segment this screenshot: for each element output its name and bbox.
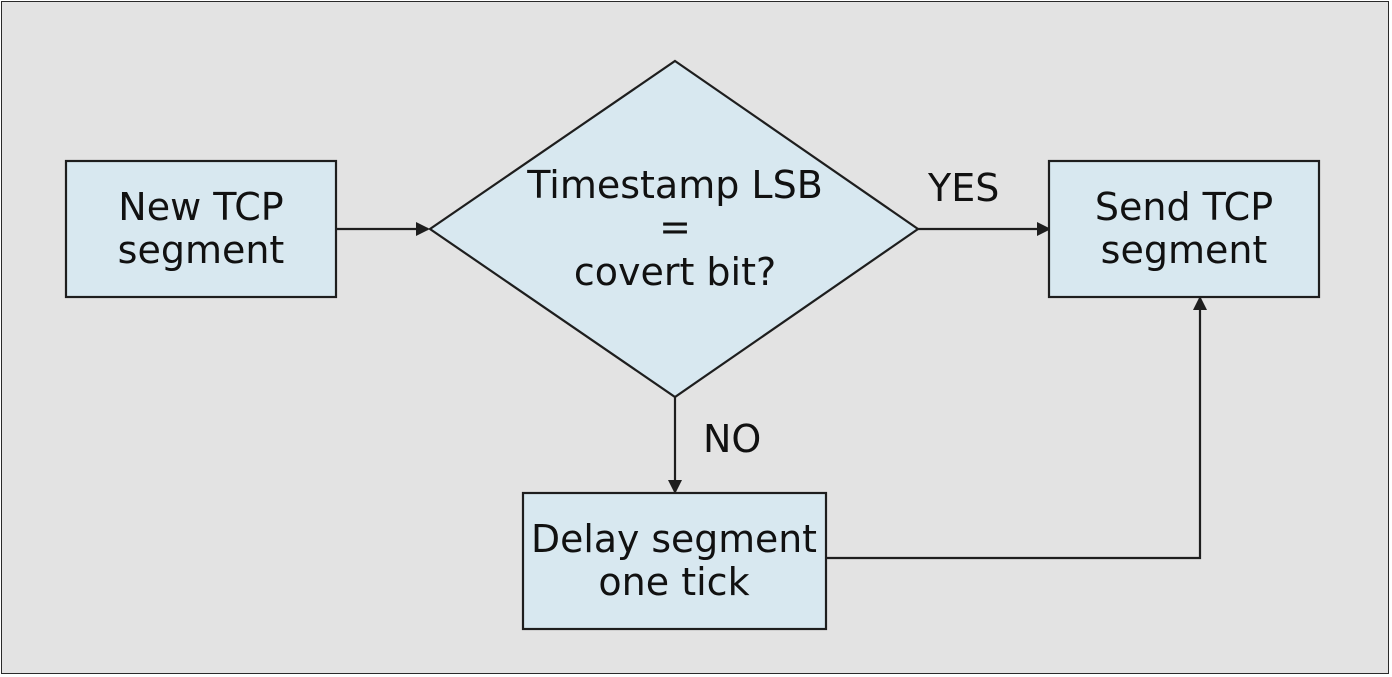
node-decision-timestamp: Timestamp LSB = covert bit? (428, 59, 920, 399)
node-delay-segment: Delay segment one tick (521, 491, 828, 631)
node-delay-segment-line2: one tick (598, 560, 749, 604)
edge-label-no: NO (703, 417, 761, 461)
node-send-tcp-segment: Send TCP segment (1047, 159, 1321, 299)
node-new-tcp-segment-line1: New TCP (118, 185, 283, 229)
node-delay-segment-line1: Delay segment (531, 517, 817, 561)
node-decision-line1: Timestamp LSB (526, 163, 823, 207)
edge-label-yes: YES (927, 166, 999, 210)
node-send-tcp-segment-line2: segment (1101, 228, 1268, 272)
node-new-tcp-segment: New TCP segment (64, 159, 338, 299)
node-decision-line2: = (659, 205, 691, 249)
edge-delay-to-send (826, 296, 1207, 560)
node-decision-line3: covert bit? (574, 250, 776, 294)
node-send-tcp-segment-line1: Send TCP (1095, 185, 1273, 229)
node-new-tcp-segment-line2: segment (118, 228, 285, 272)
